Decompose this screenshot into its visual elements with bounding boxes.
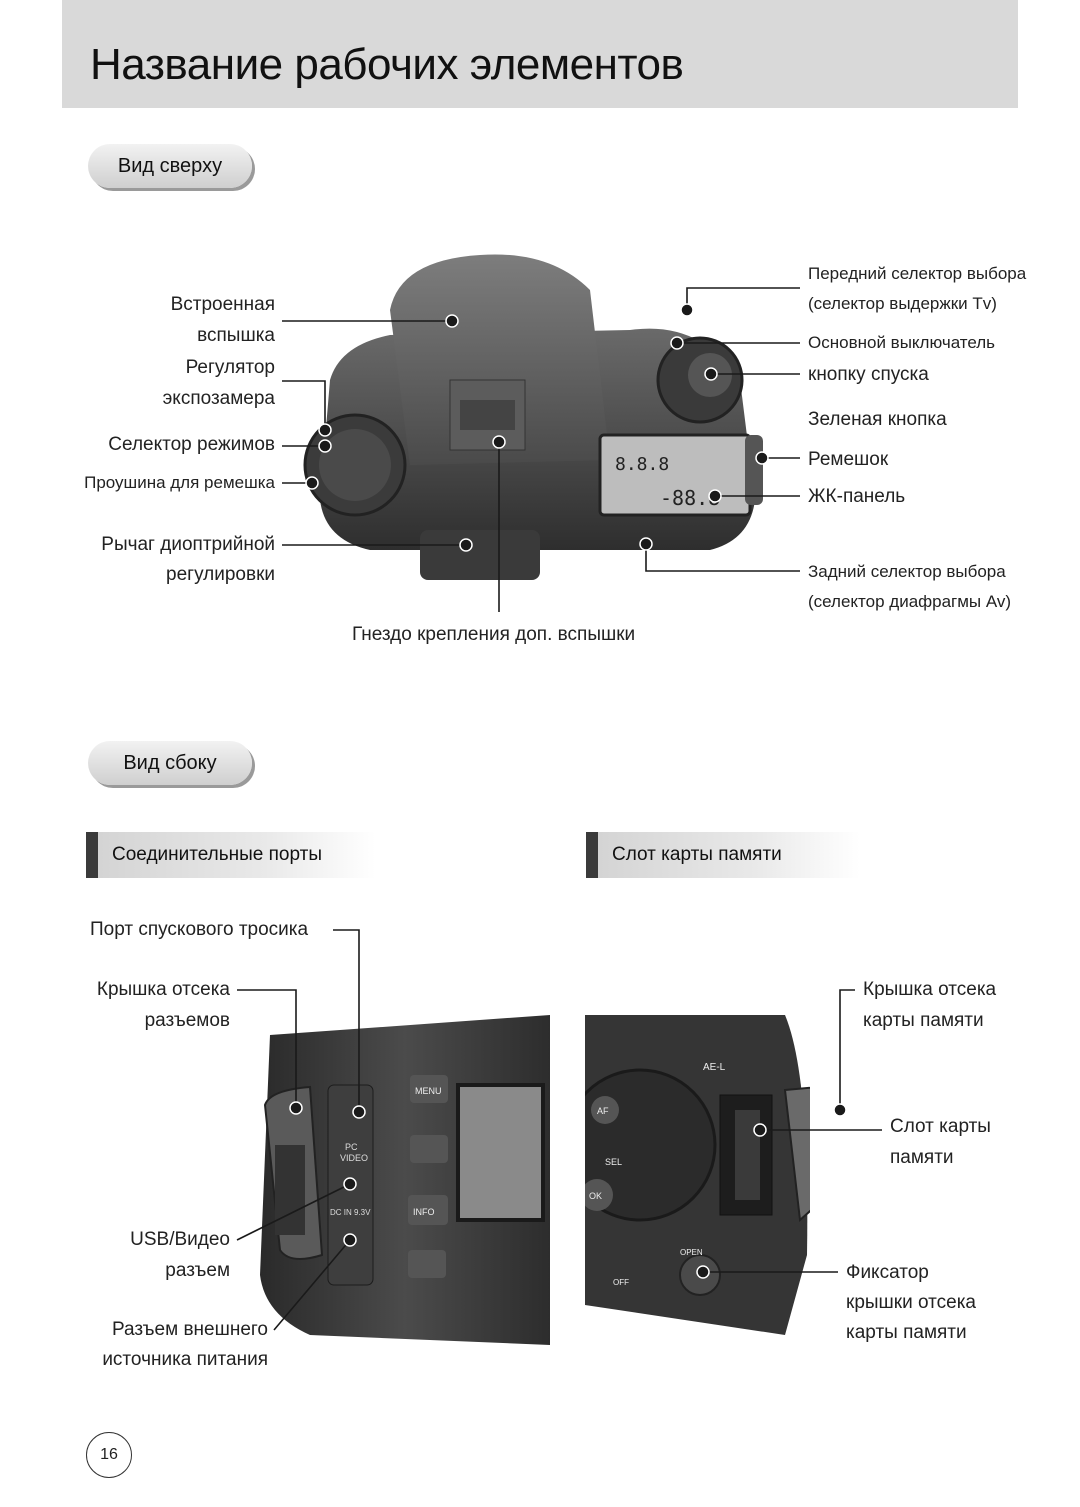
ports-heading: Соединительные порты xyxy=(86,832,376,878)
label-front-dial-2: (селектор выдержки Tv) xyxy=(808,294,997,313)
label-rear-dial-2: (селектор диафрагмы Av) xyxy=(808,592,1012,611)
label-exposure-dial-2: экспозамера xyxy=(162,388,275,409)
marking-ok: OK xyxy=(589,1191,602,1201)
top-view-heading: Вид сверху xyxy=(88,144,252,188)
label-main-switch: Основной выключатель xyxy=(808,333,996,352)
svg-text:8.8.8: 8.8.8 xyxy=(615,454,669,475)
marking-dc-in: DC IN 9.3V xyxy=(330,1208,371,1217)
label-exposure-dial-1: Регулятор xyxy=(185,357,275,378)
marking-pc-2: VIDEO xyxy=(340,1153,368,1163)
label-diopter-lever-1: Рычаг диоптрийной xyxy=(101,534,275,555)
label-diopter-lever-2: регулировки xyxy=(166,564,275,585)
ports-heading-text: Соединительные порты xyxy=(112,844,323,865)
side-view-heading: Вид сбоку xyxy=(88,741,252,785)
label-port-cover-2: разъемов xyxy=(144,1010,230,1031)
label-shutter-button: кнопку спуска xyxy=(808,364,929,385)
label-builtin-flash-2: вспышка xyxy=(197,325,275,346)
top-view-heading-text: Вид сверху xyxy=(117,154,223,177)
title-bar: Название рабочих элементов xyxy=(62,0,1018,108)
label-lcd-panel: ЖК-панель xyxy=(808,486,906,507)
page-number: 16 xyxy=(86,1432,132,1478)
label-card-latch-3: карты памяти xyxy=(846,1322,967,1343)
label-strap-eyelet: Проушина для ремешка xyxy=(84,473,275,492)
camera-ports-image: PC VIDEO DC IN 9.3V MENU INFO xyxy=(260,1015,550,1345)
label-usb-video-2: разъем xyxy=(165,1260,230,1281)
marking-sel: SEL xyxy=(605,1157,622,1167)
camera-top-view-image: 8.8.8 -88.8 xyxy=(303,254,763,580)
label-dc-in-1: Разъем внешнего xyxy=(111,1319,268,1340)
side-view-heading-text: Вид сбоку xyxy=(123,751,217,774)
label-hot-shoe: Гнездо крепления доп. вспышки xyxy=(352,624,636,645)
label-builtin-flash-1: Встроенная xyxy=(170,294,275,315)
label-release-port: Порт спускового тросика xyxy=(90,919,309,940)
page-title: Название рабочих элементов xyxy=(90,40,684,89)
marking-off: OFF xyxy=(613,1278,629,1287)
label-mode-selector: Селектор режимов xyxy=(108,434,275,455)
label-rear-dial-1: Задний селектор выбора xyxy=(808,562,1006,581)
label-front-dial-1: Передний селектор выбора xyxy=(808,264,1027,283)
label-card-latch-1: Фиксатор xyxy=(846,1262,929,1283)
label-strap: Ремешок xyxy=(808,449,889,470)
label-card-cover-1: Крышка отсека xyxy=(863,979,997,1000)
label-usb-video-1: USB/Видео xyxy=(130,1229,230,1250)
label-card-latch-2: крышки отсека xyxy=(846,1292,976,1313)
marking-info: INFO xyxy=(413,1207,435,1217)
label-card-slot-2: памяти xyxy=(890,1147,954,1168)
page-number-text: 16 xyxy=(100,1446,118,1463)
label-card-slot-1: Слот карты xyxy=(890,1116,991,1137)
label-card-cover-2: карты памяти xyxy=(863,1010,984,1031)
label-port-cover-1: Крышка отсека xyxy=(96,979,230,1000)
card-heading: Слот карты памяти xyxy=(586,832,860,878)
marking-af: AF xyxy=(597,1106,609,1116)
marking-pc-1: PC xyxy=(345,1142,358,1152)
card-heading-text: Слот карты памяти xyxy=(612,844,782,865)
marking-open: OPEN xyxy=(680,1248,703,1257)
marking-ael: AE-L xyxy=(703,1062,726,1073)
label-dc-in-2: источника питания xyxy=(102,1349,268,1370)
label-green-button: Зеленая кнопка xyxy=(808,409,947,430)
camera-card-slot-image: AF OK SEL AE-L OPEN OFF xyxy=(585,1015,810,1335)
marking-menu: MENU xyxy=(415,1086,442,1096)
svg-text:-88.8: -88.8 xyxy=(660,486,720,510)
